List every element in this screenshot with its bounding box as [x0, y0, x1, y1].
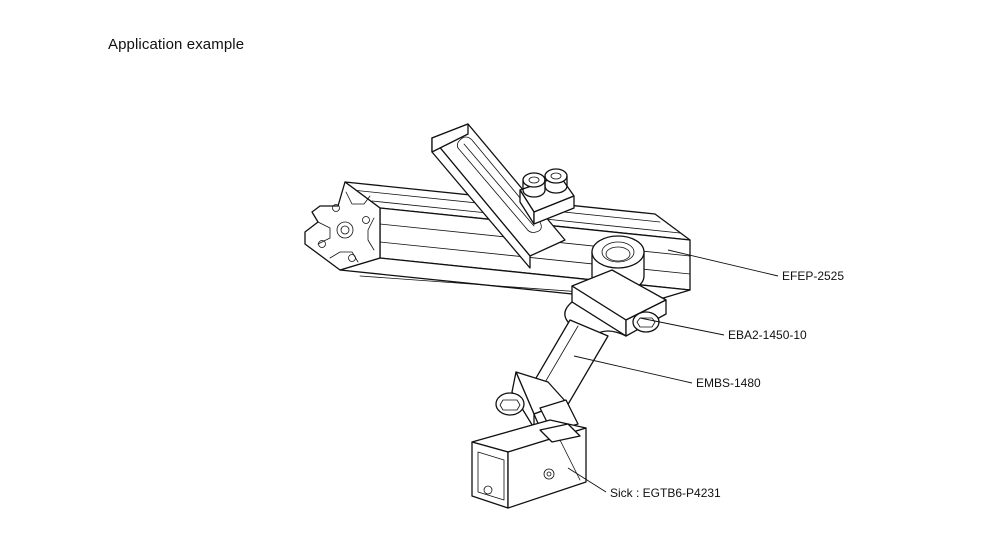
leader-efep [667, 249, 779, 277]
label-efep-2525: EFEP-2525 [782, 269, 844, 283]
efep-bracket [431, 123, 566, 269]
label-embs-1480: EMBS-1480 [696, 376, 761, 390]
label-eba2-1450-10: EBA2-1450-10 [728, 328, 807, 342]
slide-block [519, 168, 575, 225]
leader-eba2 [639, 317, 725, 336]
leader-lines [567, 249, 779, 493]
leader-sick [567, 467, 607, 493]
leader-embs [573, 355, 693, 384]
page-title: Application example [108, 36, 245, 53]
callout-labels: EFEP-2525 EBA2-1450-10 EMBS-1480 Sick : … [610, 269, 844, 500]
label-sick-egtb6: Sick : EGTB6-P4231 [610, 486, 721, 500]
sick-sensor [471, 419, 587, 509]
